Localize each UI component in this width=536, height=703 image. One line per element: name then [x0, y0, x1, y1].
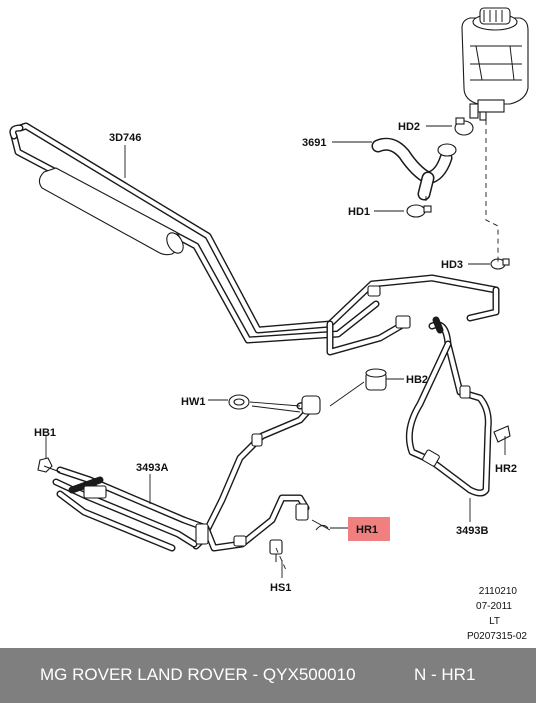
bolt-hb1-icon — [37, 457, 61, 473]
meta-ref: P0207315-02 — [467, 631, 527, 642]
label-hb2: HB2 — [406, 374, 428, 386]
hose-3691 — [371, 137, 457, 201]
clamp-hd2-icon — [454, 117, 474, 136]
guide-line — [485, 120, 499, 262]
cooler-pipe-3d746 — [9, 122, 500, 356]
rivet-hr1-icon — [311, 519, 331, 531]
label-hd3: HD3 — [441, 259, 463, 271]
leader-lines — [45, 125, 506, 578]
label-hd2: HD2 — [398, 121, 420, 133]
screw-hs1-icon — [269, 539, 283, 562]
label-3493a: 3493A — [136, 462, 168, 474]
hr1-highlight — [348, 517, 390, 541]
label-hr1: HR1 — [356, 524, 378, 536]
hose-3493a — [52, 395, 321, 552]
footer-bar: MG ROVER LAND ROVER - QYX500010 N - HR1 — [0, 648, 536, 703]
footer-part-ref: N - HR1 — [414, 665, 476, 684]
label-hw1: HW1 — [181, 396, 205, 408]
parts-diagram: 3D746 3691 HD2 HD1 HD3 HW1 HB2 HB1 3493A… — [9, 7, 529, 642]
clamp-hd3-icon — [490, 258, 510, 270]
label-3493b: 3493B — [456, 525, 488, 537]
reservoir-icon — [461, 7, 529, 121]
meta-side: LT — [489, 616, 500, 627]
meta-code: 2110210 — [479, 586, 518, 597]
label-hr2: HR2 — [495, 463, 517, 475]
label-hs1: HS1 — [270, 582, 291, 594]
meta-date: 07-2011 — [476, 601, 512, 612]
label-3691: 3691 — [302, 137, 326, 149]
clamp-hd1-icon — [406, 204, 432, 218]
fitting-hb2-icon — [365, 368, 387, 391]
hose-3493b — [405, 316, 511, 497]
label-hb1: HB1 — [34, 427, 56, 439]
label-hd1: HD1 — [348, 206, 370, 218]
label-3d746: 3D746 — [109, 132, 141, 144]
washer-hw1-icon — [228, 394, 250, 410]
footer-title: MG ROVER LAND ROVER - QYX500010 — [40, 665, 356, 684]
